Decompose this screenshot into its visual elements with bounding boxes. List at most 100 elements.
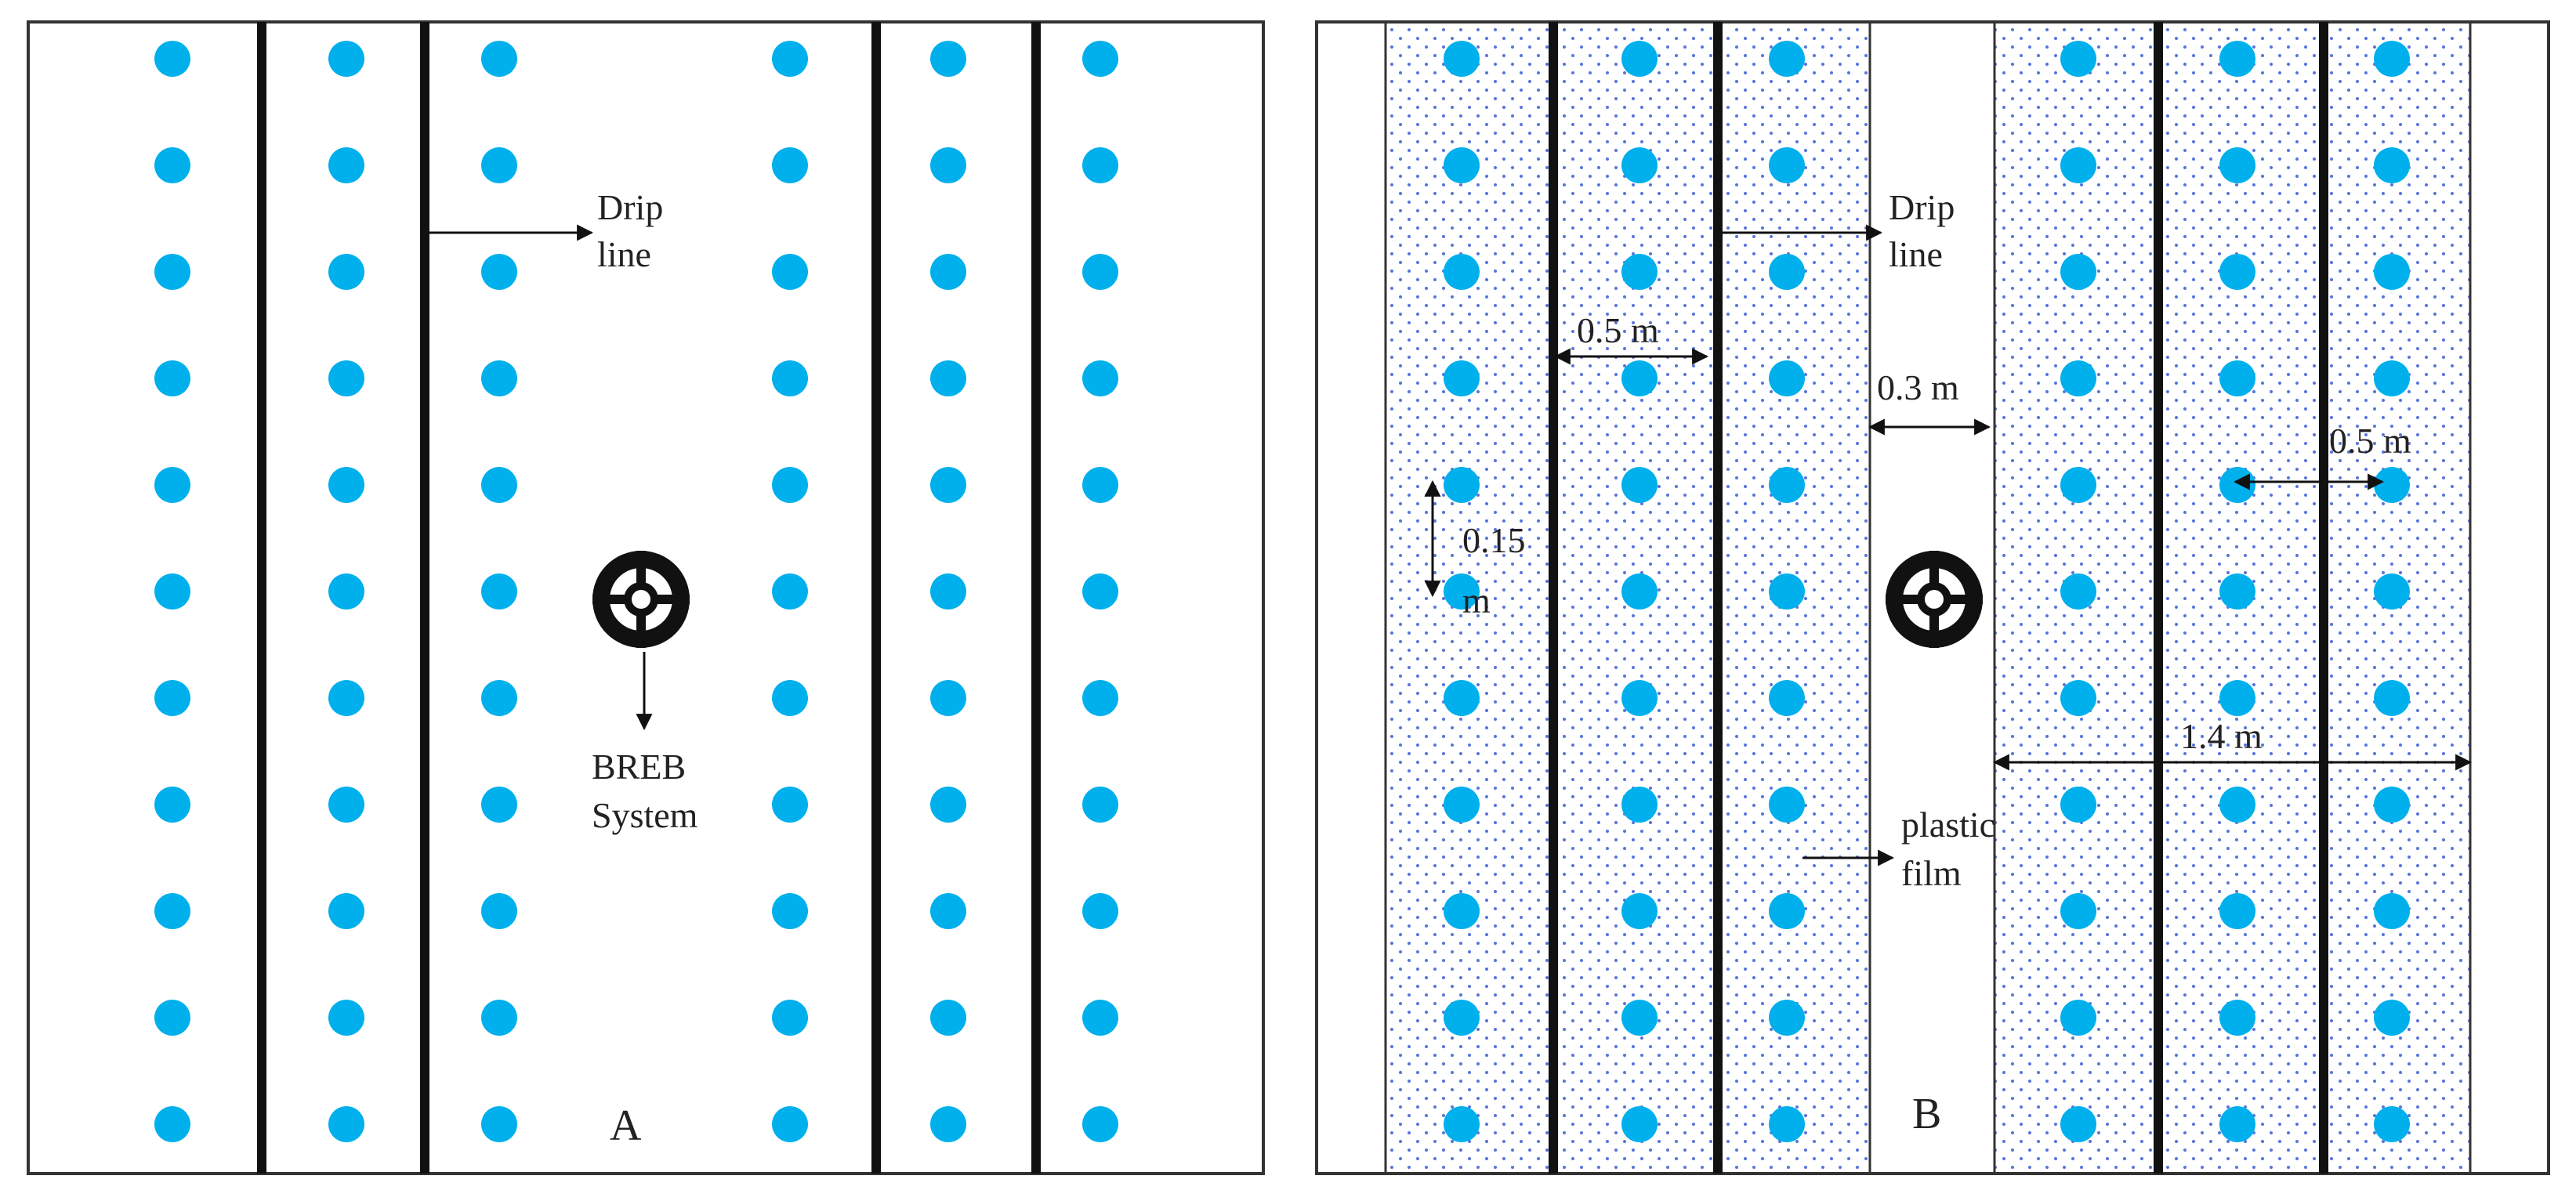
plant-dot <box>2060 573 2096 610</box>
plant-dot <box>2060 787 2096 823</box>
plant-dot <box>2060 360 2096 396</box>
plant-dot <box>772 254 808 290</box>
panel-b-film-width-label: 1.4 m <box>2180 716 2263 756</box>
plant-dot <box>2219 573 2255 610</box>
panel-a-drip-label-2: line <box>597 234 651 274</box>
panel-a-frame <box>27 20 1265 1175</box>
plant-dot <box>2060 1000 2096 1036</box>
plant-dot <box>2060 254 2096 290</box>
plant-dot <box>1444 1106 1480 1142</box>
panel-b-plant-spacing-label-1: 0.15 <box>1462 520 1526 560</box>
panel-b-drip-label-1: Drip <box>1889 187 1955 227</box>
plant-dot <box>154 573 190 610</box>
plant-dot <box>1621 680 1658 716</box>
plant-dot <box>1769 1106 1805 1142</box>
plant-dot <box>1082 787 1118 823</box>
plant-dot <box>154 1106 190 1142</box>
plant-dot <box>481 1000 517 1036</box>
plant-dot <box>2374 467 2410 503</box>
plant-dot <box>2374 1000 2410 1036</box>
plant-dot <box>328 41 364 77</box>
plant-dot <box>930 41 966 77</box>
plant-dot <box>1082 467 1118 503</box>
panel-b-gap-label: 0.3 m <box>1877 367 1959 407</box>
plant-dot <box>481 254 517 290</box>
plant-dot <box>1444 893 1480 929</box>
plant-dot <box>481 41 517 77</box>
plant-dot <box>481 147 517 183</box>
plant-dot <box>2060 1106 2096 1142</box>
panel-b-row-spacing-label: 0.5 m <box>1577 310 1659 350</box>
plant-dot <box>1444 254 1480 290</box>
plant-dot <box>1621 467 1658 503</box>
plant-dot <box>2374 1106 2410 1142</box>
plant-dot <box>2219 147 2255 183</box>
plant-dot <box>930 254 966 290</box>
plant-dot <box>154 254 190 290</box>
plant-dot <box>1444 1000 1480 1036</box>
plant-dot <box>154 147 190 183</box>
plant-dot <box>328 147 364 183</box>
plant-dot <box>481 467 517 503</box>
plant-dot <box>1621 1106 1658 1142</box>
plant-dot <box>1769 254 1805 290</box>
plant-dot <box>1769 680 1805 716</box>
panel-b-film-edges <box>1384 22 2472 1174</box>
plant-dot <box>2374 680 2410 716</box>
plant-dot <box>1769 360 1805 396</box>
plant-dot <box>772 787 808 823</box>
panel-a-label: A <box>610 1102 642 1150</box>
plant-dot <box>772 680 808 716</box>
plant-dot <box>481 1106 517 1142</box>
plant-dot <box>481 893 517 929</box>
plant-dot <box>2060 680 2096 716</box>
panel-b-film-label-2: film <box>1901 853 1962 893</box>
plant-dot <box>1621 573 1658 610</box>
plant-dot <box>2374 573 2410 610</box>
plant-dot <box>1082 893 1118 929</box>
plant-dot <box>1444 680 1480 716</box>
plant-dot <box>1444 41 1480 77</box>
breb-system-icon-b <box>1886 551 1983 648</box>
panel-a-breb-label-2: System <box>592 795 698 835</box>
plant-dot <box>1444 147 1480 183</box>
plant-dot <box>154 467 190 503</box>
panel-a-drip-label-1: Drip <box>597 187 663 227</box>
panel-b-label: B <box>1912 1090 1941 1138</box>
panel-a-breb-label-1: BREB <box>592 747 686 787</box>
plant-dot <box>481 787 517 823</box>
plant-dot <box>1082 573 1118 610</box>
plant-dot <box>154 893 190 929</box>
panel-b-drip-lines <box>1549 22 2328 1174</box>
plant-dot <box>2374 360 2410 396</box>
plant-dot <box>772 41 808 77</box>
plant-dot <box>328 573 364 610</box>
plant-dot <box>1082 1106 1118 1142</box>
panel-a: Drip line BREB System A <box>27 20 1265 1175</box>
plant-dot <box>2060 467 2096 503</box>
panel-b-film-label-1: plastic <box>1901 805 1995 845</box>
plant-dot <box>1082 254 1118 290</box>
plant-dot <box>2374 787 2410 823</box>
plant-dot <box>1621 147 1658 183</box>
plant-dot <box>1444 573 1480 610</box>
plant-dot <box>930 787 966 823</box>
plant-dot <box>1621 893 1658 929</box>
plant-dot <box>1621 787 1658 823</box>
plant-dot <box>2060 893 2096 929</box>
plant-dot <box>328 254 364 290</box>
plant-dot <box>2060 147 2096 183</box>
panel-b-plant-spacing-label-2: m <box>1462 581 1491 620</box>
plant-dot <box>1621 360 1658 396</box>
plant-dot <box>1082 147 1118 183</box>
plant-dot <box>2219 680 2255 716</box>
plant-dot <box>930 360 966 396</box>
plant-dot <box>481 680 517 716</box>
panel-a-drip-lines <box>257 22 1041 1174</box>
plant-dot <box>1444 360 1480 396</box>
plant-dot <box>2374 147 2410 183</box>
plant-dot <box>930 1106 966 1142</box>
plant-dot <box>2219 787 2255 823</box>
plant-dot <box>1621 1000 1658 1036</box>
plant-dot <box>1082 41 1118 77</box>
